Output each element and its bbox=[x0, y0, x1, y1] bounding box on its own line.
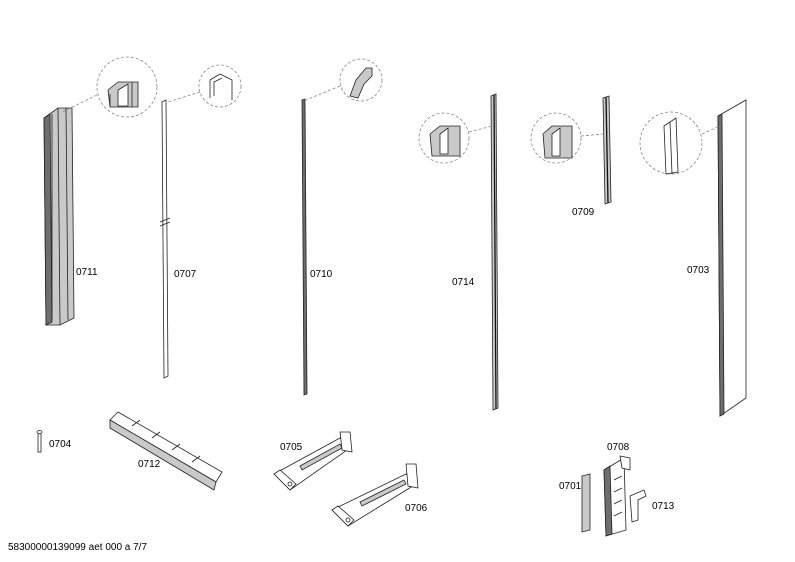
detail-bubble-0709 bbox=[530, 112, 605, 164]
part-0713-bracket bbox=[629, 489, 647, 523]
document-id-footer: 58300000139099 aet 000 a 7/7 bbox=[8, 542, 148, 553]
part-0706-bracket bbox=[331, 463, 419, 527]
label-0711: 0711 bbox=[76, 267, 98, 278]
label-0706: 0706 bbox=[405, 503, 428, 514]
part-0701-strip bbox=[581, 473, 591, 533]
detail-bubble-0703 bbox=[639, 111, 721, 175]
detail-bubble-0710 bbox=[305, 58, 383, 102]
part-0709-strip bbox=[602, 95, 612, 205]
label-0714: 0714 bbox=[452, 277, 475, 288]
part-0711-profile bbox=[43, 107, 75, 326]
detail-bubble-0714 bbox=[418, 112, 493, 164]
part-0703-panel bbox=[717, 99, 747, 417]
label-0709: 0709 bbox=[572, 207, 595, 218]
detail-bubble-0707 bbox=[167, 64, 242, 108]
part-0704-pin bbox=[36, 430, 43, 453]
label-0705: 0705 bbox=[280, 442, 303, 453]
part-0712-bracket bbox=[109, 411, 223, 491]
label-0701: 0701 bbox=[559, 481, 582, 492]
part-0707-strip bbox=[159, 99, 171, 379]
label-0708: 0708 bbox=[607, 442, 630, 453]
label-0704: 0704 bbox=[49, 439, 72, 450]
part-0705-bracket bbox=[273, 431, 353, 491]
label-0703: 0703 bbox=[687, 265, 710, 276]
label-0707: 0707 bbox=[174, 269, 197, 280]
part-0714-strip bbox=[490, 93, 499, 411]
part-0710-rod bbox=[301, 98, 308, 396]
label-0710: 0710 bbox=[310, 269, 333, 280]
label-0712: 0712 bbox=[138, 459, 161, 470]
part-0708-hinge bbox=[603, 455, 631, 537]
detail-bubble-0711 bbox=[61, 56, 158, 118]
label-0713: 0713 bbox=[652, 501, 675, 512]
